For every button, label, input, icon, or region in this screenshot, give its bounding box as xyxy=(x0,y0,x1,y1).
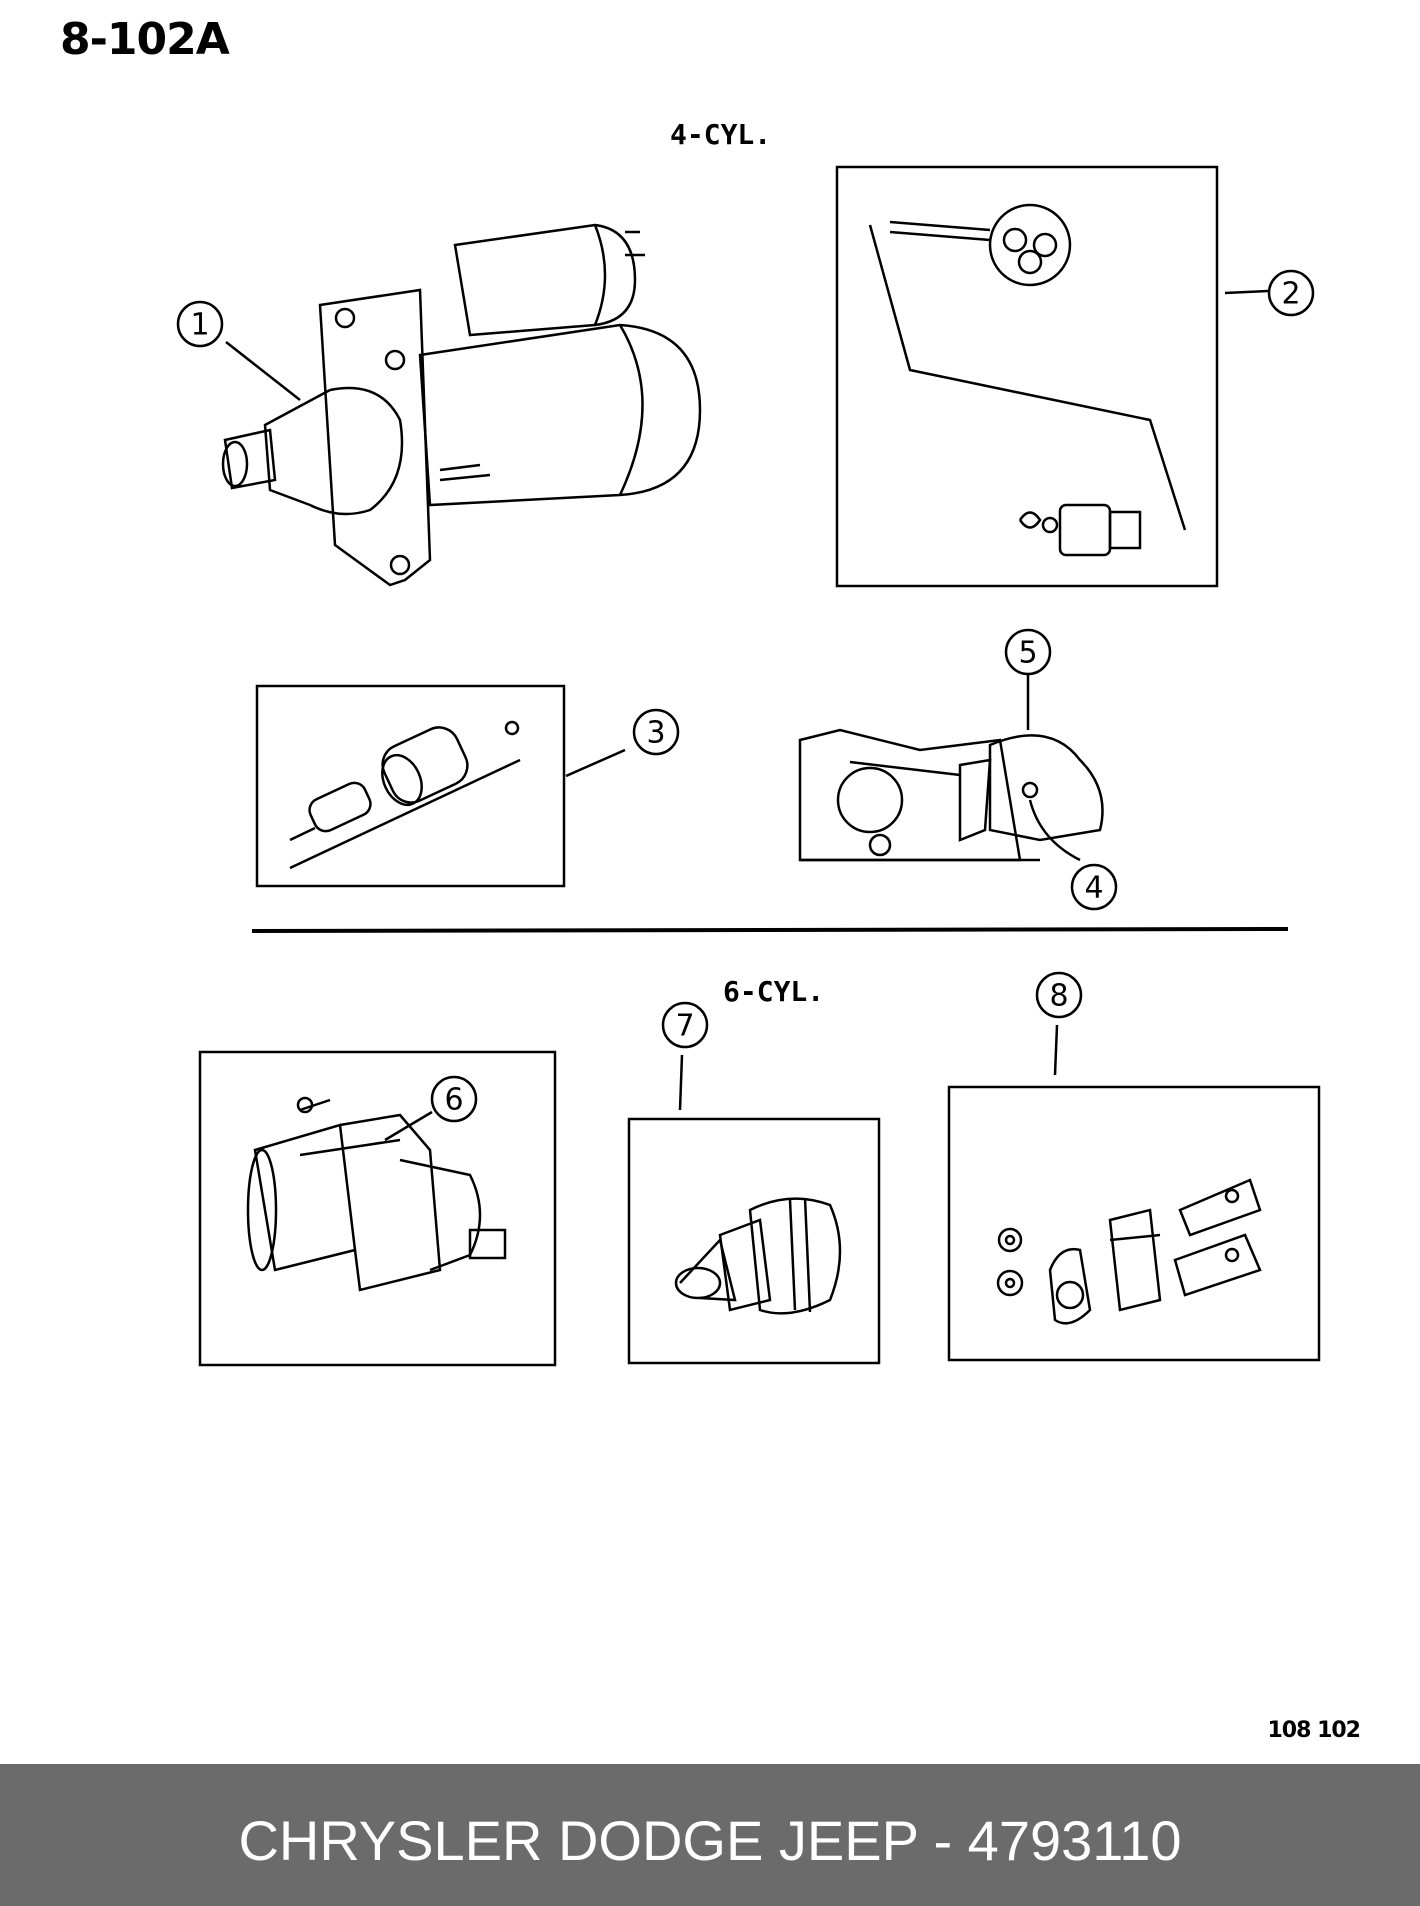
leader-line-4 xyxy=(1028,799,1081,862)
callout-2: 2 xyxy=(1267,269,1315,317)
leader-line-6 xyxy=(384,1110,433,1142)
starter-motor-6cyl xyxy=(246,1096,507,1292)
leader-line-8 xyxy=(1053,1024,1059,1076)
section-divider xyxy=(251,927,1289,933)
callout-6: 6 xyxy=(430,1075,478,1123)
starter-installation-illustration xyxy=(798,728,1104,862)
callout-5-number: 5 xyxy=(1018,636,1037,671)
callout-5: 5 xyxy=(1004,628,1052,676)
part-7-box xyxy=(627,1117,881,1365)
callout-2-number: 2 xyxy=(1281,277,1300,312)
leader-line-3 xyxy=(565,748,626,778)
drive-gear-illustration xyxy=(674,1197,842,1315)
callout-7: 7 xyxy=(661,1001,709,1049)
callout-4-number: 4 xyxy=(1084,871,1103,906)
part-6-box xyxy=(198,1050,557,1367)
leader-line-7 xyxy=(678,1054,684,1111)
page-id: 8-102A xyxy=(60,14,230,65)
reference-code: 108 102 xyxy=(1267,1718,1361,1743)
leader-line-1 xyxy=(225,341,301,401)
callout-1-number: 1 xyxy=(190,308,209,343)
footer-bar: CHRYSLER DODGE JEEP - 4793110 xyxy=(0,1764,1420,1906)
callout-3-number: 3 xyxy=(646,716,665,751)
solenoid-illustration xyxy=(289,720,521,870)
callout-7-number: 7 xyxy=(675,1009,694,1044)
callout-4: 4 xyxy=(1070,863,1118,911)
brush-kit-illustration xyxy=(996,1178,1262,1325)
leader-line-2 xyxy=(1224,289,1269,295)
footer-title: CHRYSLER DODGE JEEP - 4793110 xyxy=(238,1809,1182,1872)
section-label-4cyl: 4-CYL. xyxy=(670,118,772,151)
starter-motor-4cyl xyxy=(221,223,702,587)
callout-8-number: 8 xyxy=(1049,979,1068,1014)
part-3-box xyxy=(255,684,566,888)
parts-diagram: 1 2 3 xyxy=(176,165,1321,1367)
armature-drive-illustration xyxy=(868,203,1187,557)
callout-1: 1 xyxy=(176,300,224,348)
callout-6-number: 6 xyxy=(444,1083,463,1118)
part-8-box xyxy=(947,1085,1321,1362)
callout-8: 8 xyxy=(1035,971,1083,1019)
callout-3: 3 xyxy=(632,708,680,756)
part-2-box xyxy=(835,165,1219,588)
section-label-6cyl: 6-CYL. xyxy=(723,975,825,1008)
